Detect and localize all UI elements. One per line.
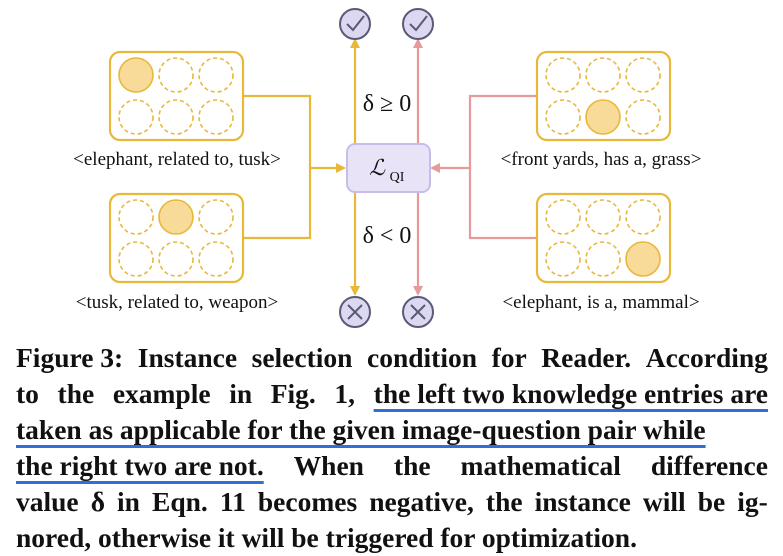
slot-empty [198,57,234,93]
caption-word: for [491,342,527,373]
slot-empty [118,99,154,135]
caption-line: nored, otherwise it will be triggered fo… [16,520,768,556]
caption-word: example [112,378,211,409]
caption-word: instance [534,486,631,517]
caption-word: Eqn. [152,486,208,517]
slot-empty [158,57,194,93]
caption-word: taken as applicable for the given image-… [16,414,706,445]
caption-word: in [229,378,253,409]
right-connectors [413,38,537,296]
slot-empty [158,241,194,277]
caption-line: taken as applicable for the given image-… [16,412,768,448]
caption-word: mathematical [460,450,621,481]
check-icon-right [402,8,434,40]
slot-empty [585,241,621,277]
slot-filled [118,57,154,93]
caption-word: When [293,450,364,481]
caption-word: the left two knowledge entries are [373,378,768,409]
slot-empty [198,199,234,235]
caption-word: the [57,378,95,409]
slot-empty [545,57,581,93]
slot-empty [625,99,661,135]
caption-word: Reader. [541,342,632,373]
loss-symbol: ℒ [369,155,386,180]
caption-word: 1, [334,378,356,409]
caption-word: negative, [369,486,474,517]
slot-empty [158,99,194,135]
slot-empty [545,99,581,135]
slot-filled [625,241,661,277]
caption-word: the [393,450,431,481]
figure-caption: Figure 3: Instance selection condition for Re… [16,340,768,556]
slot-empty [545,241,581,277]
slot-empty [585,57,621,93]
caption-word: to [16,378,39,409]
slot-empty [625,199,661,235]
caption-word: will [642,486,686,517]
caption-word: ig- [737,486,768,517]
knowledge-card [535,50,672,142]
condition-ge: δ ≥ 0 [363,91,411,117]
slot-empty [198,241,234,277]
cross-icon-left [339,296,371,328]
knowledge-card [535,192,672,284]
caption-word: Figure 3: [16,342,124,373]
caption-word: condition [367,342,478,373]
left-connectors [243,38,360,296]
caption-word: nored, otherwise it will be triggered fo… [16,522,637,553]
condition-lt: δ < 0 [363,223,412,249]
caption-word: 11 [219,486,246,517]
entry-label: <front yards, has a, grass> [501,149,702,170]
check-icon-left [339,8,371,40]
knowledge-card [108,50,245,142]
caption-word: in [117,486,140,517]
loss-subscript: QI [390,170,405,185]
slot-empty [118,241,154,277]
caption-line: Figure 3: Instance selection condition for Re… [16,340,768,376]
entry-label: <tusk, related to, weapon> [76,292,278,313]
slot-empty [545,199,581,235]
caption-word: value [16,486,79,517]
slot-empty [625,57,661,93]
entry-label: <elephant, is a, mammal> [502,292,699,313]
cross-icon-right [402,296,434,328]
caption-word: Fig. [270,378,316,409]
caption-word: the right two are not. [16,450,264,481]
caption-word: selection [251,342,353,373]
caption-word: the [485,486,523,517]
caption-word: becomes [257,486,358,517]
entry-label: <elephant, related to, tusk> [73,149,281,170]
slot-empty [585,199,621,235]
slot-empty [118,199,154,235]
slot-filled [158,199,194,235]
caption-word: be [697,486,726,517]
caption-word: difference [650,450,768,481]
caption-word: Instance [137,342,238,373]
diagram: ℒ QI δ ≥ 0 δ < 0 <elephant, related to, … [73,8,702,328]
caption-word: According [645,342,768,373]
caption-word: δ [90,486,105,517]
slot-empty [198,99,234,135]
slot-filled [585,99,621,135]
knowledge-card [108,192,245,284]
loss-box: ℒ QI [346,143,431,193]
